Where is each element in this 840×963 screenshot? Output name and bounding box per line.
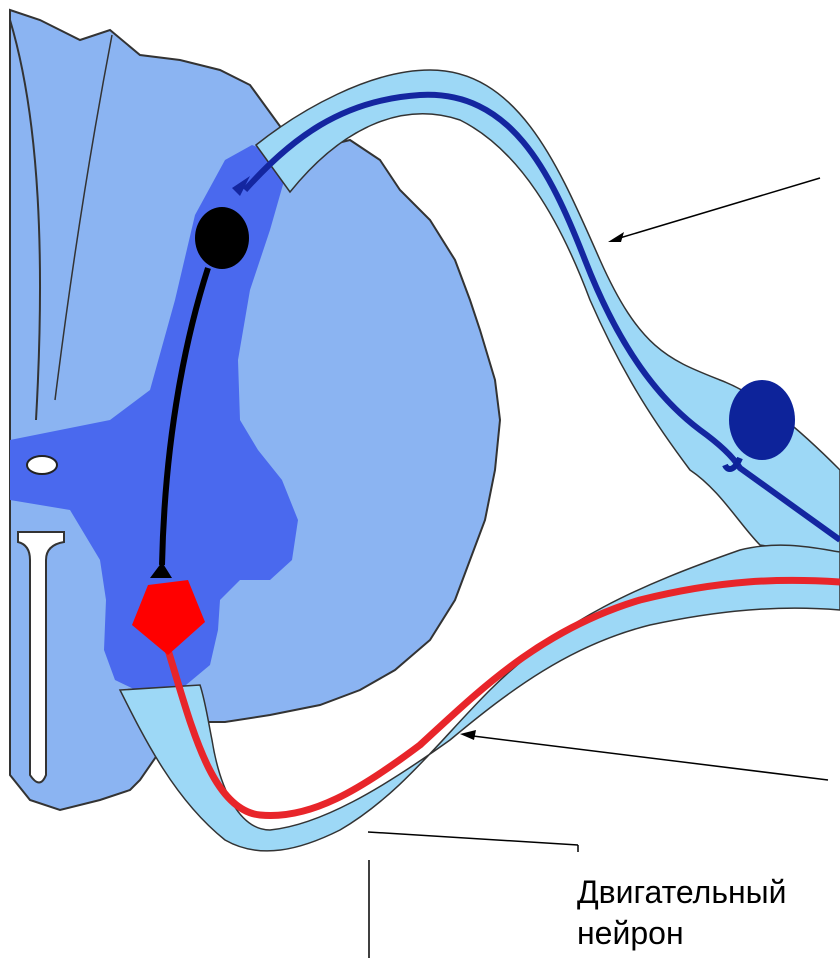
sensory-pointer-arrowhead (608, 232, 624, 242)
sensory-pointer-line (613, 178, 820, 240)
sensory-neuron-soma (729, 380, 795, 460)
motor-pointer-arrowhead (460, 730, 476, 740)
motor-neuron-label-line2: нейрон (577, 913, 684, 953)
interneuron-soma (195, 207, 249, 269)
label-leader-line (368, 832, 578, 845)
central-canal (27, 456, 57, 474)
motor-neuron-label-line1: Двигательный (577, 872, 787, 912)
spinal-cord-white-matter (10, 10, 500, 810)
motor-pointer-line (465, 735, 828, 780)
